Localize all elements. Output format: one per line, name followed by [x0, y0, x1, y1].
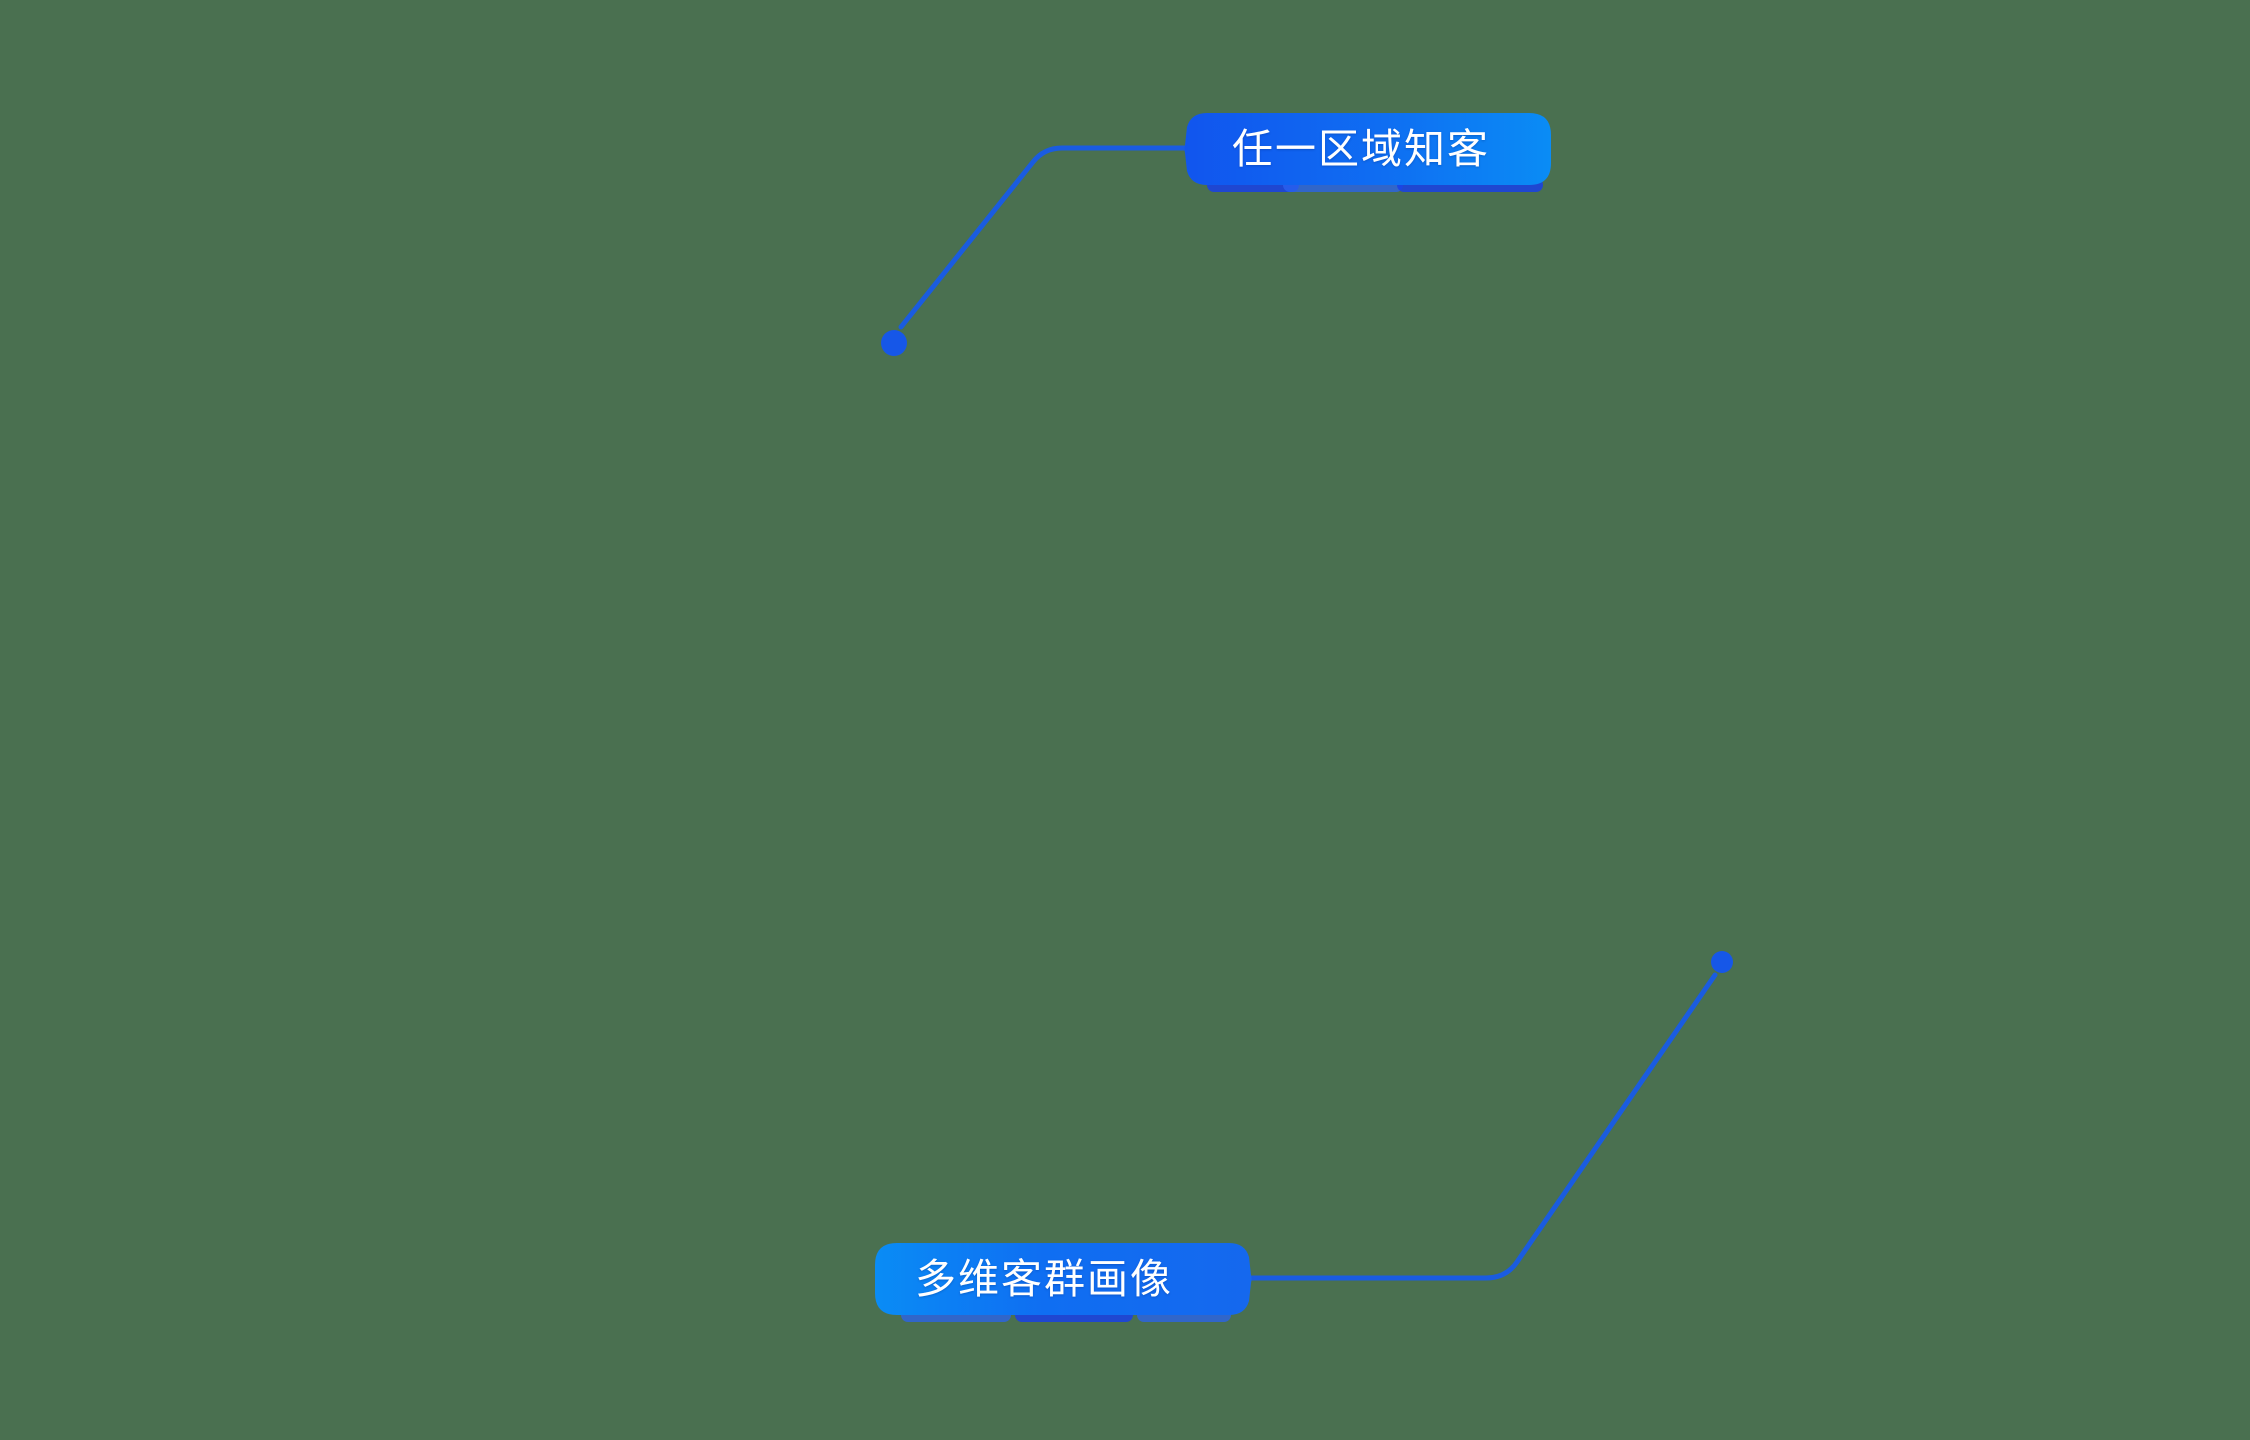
callout-pill-top[interactable]: 任一区域知客: [1184, 113, 1551, 192]
connector-endpoint-dot-bottom: [1711, 951, 1733, 973]
connector-line-bottom: [1247, 972, 1718, 1281]
pill-shape-bottom: [875, 1243, 1252, 1315]
connector-line-top: [898, 145, 1188, 330]
callout-label-top: 任一区域知客: [1232, 125, 1490, 172]
connector-endpoint-dot-top: [881, 330, 907, 356]
callout-label-bottom: 多维客群画像: [915, 1255, 1173, 1302]
pill-shape-top: [1184, 113, 1551, 185]
callout-pill-bottom[interactable]: 多维客群画像: [875, 1243, 1252, 1322]
